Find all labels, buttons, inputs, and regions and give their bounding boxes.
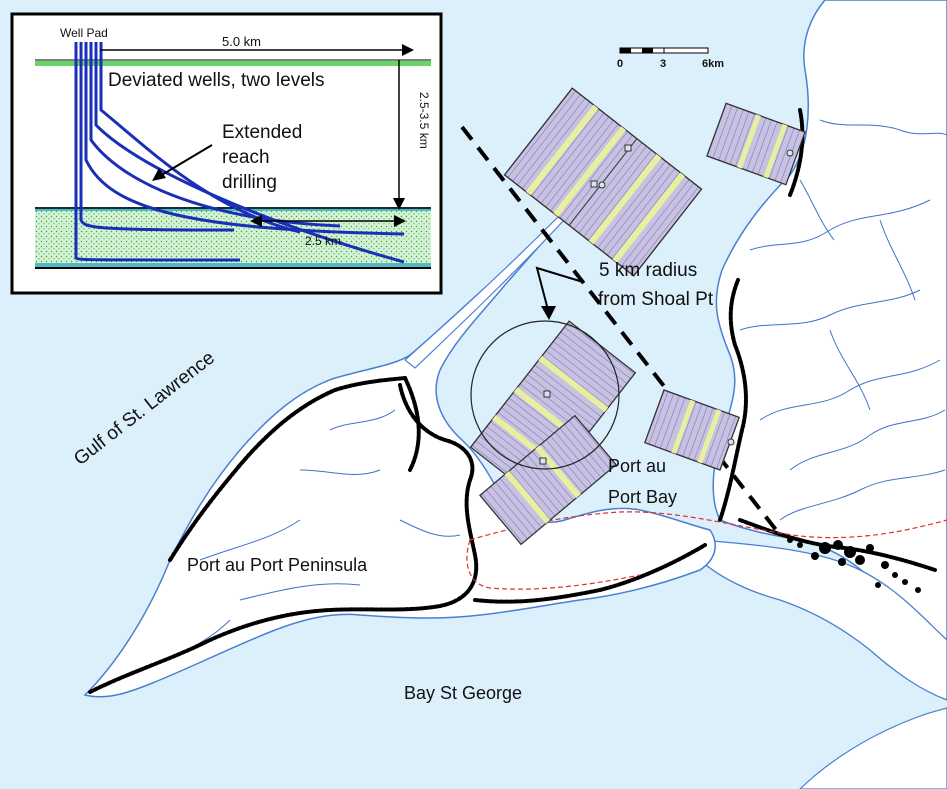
well-pad-markers [539,144,794,465]
lease-block-bay [644,389,740,471]
inset-depth: 2.5-3.5 km [417,92,431,149]
lease-block-northeast [706,102,806,186]
scale-tick-6: 6km [702,58,724,70]
peninsula-land [83,221,716,698]
radius-arrowhead [541,306,556,320]
label-radius-2: from Shoal Pt [598,289,714,310]
lease-block-south [479,414,617,546]
label-port-au-port-bay-2: Port Bay [608,487,677,507]
radius-arrow [535,266,584,311]
red-dashed-boundary [466,511,947,590]
inset-well-pad: Well Pad [60,26,108,40]
inset-title: Deviated wells, two levels [108,70,324,91]
label-peninsula: Port au Port Peninsula [187,555,368,575]
inset-erd-1: Extended [222,122,302,143]
inset-erd-3: drilling [222,172,277,193]
scale-bar: 0 3 6km [617,47,724,70]
south-shore-land [699,539,947,701]
south-land-bottom [799,707,947,789]
town-cluster [787,537,921,593]
label-port-au-port-bay-1: Port au [608,456,666,476]
reservoir-band [35,207,431,267]
inset-reservoir-length: 2.5 km [305,234,341,248]
inset-distance: 5.0 km [222,34,261,49]
scale-tick-3: 3 [660,58,666,70]
lease-block-north-large [503,87,703,277]
label-radius-1: 5 km radius [599,260,697,281]
dashed-boundary-line [460,125,782,537]
inset-diagram: Well Pad 5.0 km Deviated wells, two leve… [10,12,443,295]
rivers [149,119,947,666]
label-bay-st-george: Bay St George [404,683,522,703]
inset-erd-2: reach [222,147,270,168]
scale-tick-0: 0 [617,58,623,70]
radius-circle [470,320,620,470]
mainland-land [712,0,947,656]
